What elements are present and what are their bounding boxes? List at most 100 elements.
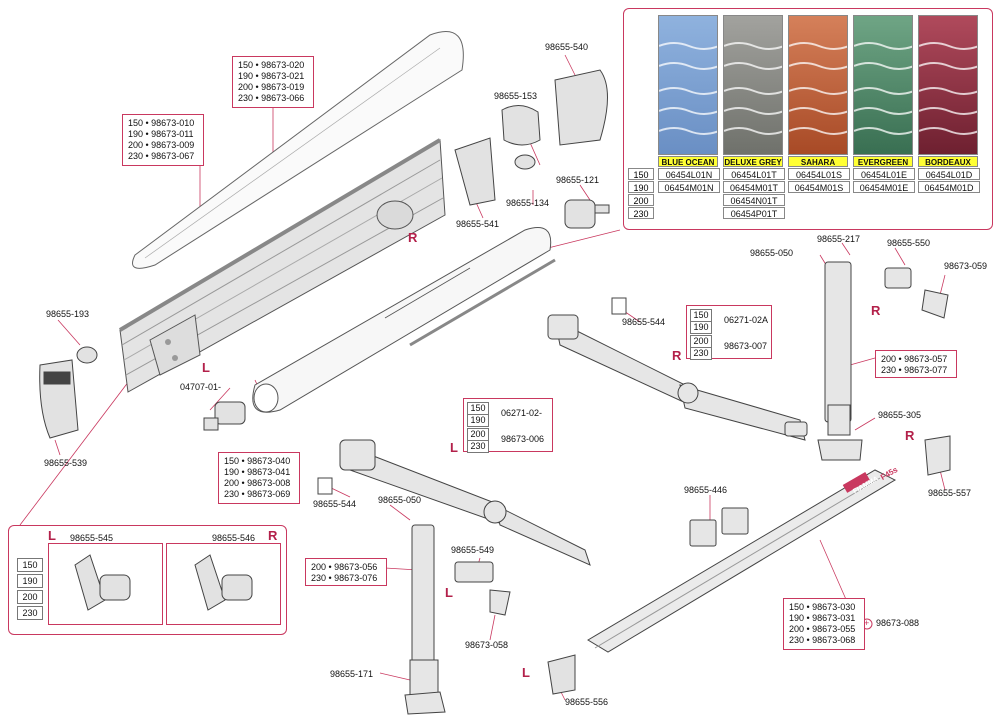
- part-line: 230 • 98673-066: [238, 93, 305, 103]
- part-98673-058: 98673-058: [465, 640, 509, 650]
- part-98655-446: 98655-446: [684, 485, 728, 495]
- wave-stripe: [789, 87, 847, 95]
- part-line: 150 • 98673-020: [238, 60, 305, 70]
- fabric-size-200: 200: [628, 194, 654, 206]
- side-right-marker: R: [905, 428, 915, 443]
- part-98655-217: 98655-217: [817, 234, 861, 244]
- part-98655-539: 98655-539: [44, 458, 88, 468]
- part-98655-305: 98655-305: [878, 410, 922, 420]
- part-98655-193: 98655-193: [46, 309, 90, 319]
- fabric-code: 06454L01T: [723, 168, 785, 180]
- part-98655-556: 98655-556: [565, 697, 609, 707]
- part-98655-540: 98655-540: [545, 42, 589, 52]
- part-line: 200 • 98673-055: [789, 624, 856, 634]
- wave-pattern: [789, 42, 847, 135]
- part-box-98673-020: 150 • 98673-020 190 • 98673-021 200 • 98…: [232, 56, 314, 108]
- wave-stripe: [919, 87, 977, 95]
- side-right-marker: R: [871, 303, 881, 318]
- arm-part-number: 98673-006: [501, 434, 545, 444]
- wave-stripe: [659, 42, 717, 50]
- end-plate-left-subpanel: [48, 543, 163, 625]
- arm-size: 230: [467, 440, 489, 453]
- part-line: 230 • 98673-067: [128, 151, 195, 161]
- part-line: 200 • 98673-009: [128, 140, 195, 150]
- part-box-98673-030: 150 • 98673-030 190 • 98673-031 200 • 98…: [783, 598, 865, 650]
- fabric-size-190: 190: [628, 181, 654, 193]
- part-box-98673-056: 200 • 98673-056 230 • 98673-076: [305, 558, 387, 586]
- part-line: 200 • 98673-008: [224, 478, 291, 488]
- lower-left-arm: [339, 439, 591, 566]
- part-98673-088: 98673-088: [876, 618, 920, 628]
- fabric-code: 06454P01T: [723, 207, 785, 219]
- part-98655-153: 98655-153: [494, 91, 538, 101]
- wave-stripe: [854, 87, 912, 95]
- arm-part-number: 98673-007: [724, 341, 768, 351]
- arm-size: 190: [690, 321, 712, 334]
- wave-pattern: [854, 42, 912, 135]
- part-98655-545: 98655-545: [70, 533, 114, 543]
- wave-stripe: [919, 42, 977, 50]
- part-98655-546: 98655-546: [212, 533, 256, 543]
- part-98673-059: 98673-059: [944, 261, 988, 271]
- wave-stripe: [854, 107, 912, 115]
- side-left-marker: L: [450, 440, 458, 455]
- fabric-panel: [623, 8, 993, 230]
- part-line: 200 • 98673-019: [238, 82, 305, 92]
- fabric-code: 06454M01E: [853, 181, 915, 193]
- part-line: 190 • 98673-021: [238, 71, 305, 81]
- part-98655-557: 98655-557: [928, 488, 972, 498]
- part-98655-121: 98655-121: [556, 175, 600, 185]
- roller-tube: [252, 227, 556, 413]
- fabric-name-blue-ocean: BLUE OCEAN: [658, 156, 718, 167]
- fabric-code: 06454L01S: [788, 168, 850, 180]
- fabric-code: 06454M01D: [918, 181, 980, 193]
- fabric-name-bordeaux: BORDEAUX: [918, 156, 978, 167]
- wave-stripe: [724, 87, 782, 95]
- part-line: 200 • 98673-057: [881, 354, 948, 364]
- panel-size: 150: [17, 558, 43, 572]
- wave-stripe: [919, 127, 977, 135]
- part-line: 190 • 98673-011: [128, 129, 194, 139]
- fabric-code: 06454M01S: [788, 181, 850, 193]
- wave-stripe: [789, 127, 847, 135]
- part-box-98673-010: 150 • 98673-010 190 • 98673-011 200 • 98…: [122, 114, 204, 166]
- part-04707-01: 04707-01-: [180, 382, 222, 392]
- wave-stripe: [854, 62, 912, 70]
- part-line: 230 • 98673-076: [311, 573, 378, 583]
- wave-stripe: [789, 42, 847, 50]
- side-right-marker: R: [268, 528, 278, 543]
- swatch-blue-ocean: [658, 15, 718, 155]
- swatch-deluxe-grey: [723, 15, 783, 155]
- awning-case: [118, 138, 446, 393]
- side-left-marker: L: [522, 665, 530, 680]
- part-98655-541: 98655-541: [456, 219, 500, 229]
- fabric-code: 06454L01D: [918, 168, 980, 180]
- canopy-cover: [132, 31, 464, 269]
- fabric-code: 06454M01T: [723, 181, 785, 193]
- part-98655-134: 98655-134: [506, 198, 550, 208]
- lower-left-leg: [404, 507, 749, 715]
- wave-stripe: [789, 107, 847, 115]
- fabric-name-evergreen: EVERGREEN: [853, 156, 913, 167]
- part-98655-549: 98655-549: [451, 545, 495, 555]
- part-line: 150 • 98673-010: [128, 118, 195, 128]
- fabric-code: 06454M01N: [658, 181, 720, 193]
- arm-part-number: 06271-02-: [501, 408, 543, 418]
- wave-stripe: [724, 42, 782, 50]
- wave-stripe: [659, 87, 717, 95]
- upper-right-arm: [547, 314, 808, 441]
- part-line: 150 • 98673-040: [224, 456, 291, 466]
- part-line: 230 • 98673-077: [881, 365, 948, 375]
- wave-stripe: [659, 62, 717, 70]
- part-98655-544-lower: 98655-544: [313, 499, 357, 509]
- swatch-sahara: [788, 15, 848, 155]
- wave-pattern: [724, 42, 782, 135]
- side-right-marker: R: [672, 348, 682, 363]
- fabric-name-deluxe-grey: DELUXE GREY: [723, 156, 783, 167]
- part-line: 230 • 98673-069: [224, 489, 291, 499]
- part-98655-550: 98655-550: [887, 238, 931, 248]
- swatch-evergreen: [853, 15, 913, 155]
- arm-size: 230: [690, 347, 712, 360]
- upper-right-leg: [817, 261, 951, 476]
